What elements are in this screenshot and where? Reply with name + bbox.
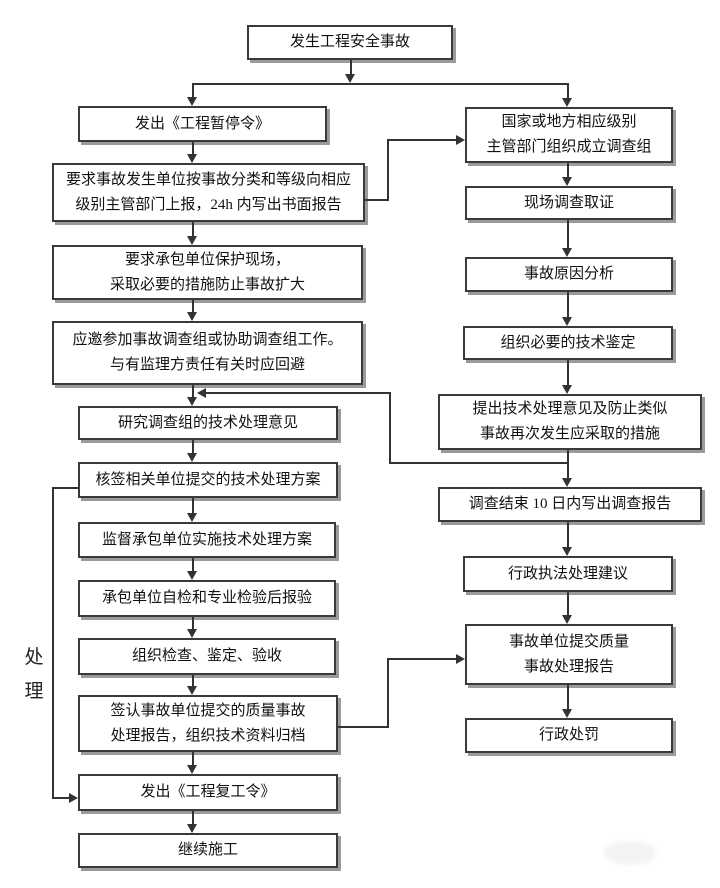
- line-l10-l11: [192, 752, 194, 765]
- line-l11-l12: [192, 811, 194, 824]
- node-protect-site: 要求承包单位保护现场， 采取必要的措施防止事故扩大: [52, 245, 363, 300]
- arrowhead-l1-l2: [187, 154, 197, 163]
- line-r5-l5-seg3: [206, 392, 390, 394]
- line-l6-l11-seg2: [52, 487, 54, 799]
- line-r5-r6: [567, 450, 569, 478]
- arrowhead-r1-r2: [562, 177, 572, 186]
- arrowhead-r5-l5: [197, 388, 206, 398]
- arrowhead-l2-r1: [456, 135, 465, 145]
- line-l6-l11-seg3: [52, 797, 69, 799]
- arrowhead-into-r1: [562, 98, 572, 107]
- line-r3-r4: [567, 292, 569, 317]
- line-r5-l5-seg2: [389, 392, 391, 463]
- node-sign-report-archive: 签认事故单位提交的质量事故 处理报告，组织技术资料归档: [78, 695, 338, 752]
- arrowhead-r4-r5: [562, 385, 572, 394]
- line-l7-l8: [192, 558, 194, 571]
- line-l2-r1-seg2: [387, 139, 389, 201]
- line-l6-l11-seg1: [52, 487, 78, 489]
- node-contractor-self-inspection: 承包单位自检和专业检验后报验: [78, 580, 336, 617]
- line-l5-l6: [192, 440, 194, 453]
- arrowhead-l8-l9: [187, 629, 197, 638]
- line-l9-l10: [192, 675, 194, 686]
- arrowhead-l5-l6: [187, 453, 197, 462]
- line-r6-r7: [567, 522, 569, 547]
- arrowhead-l3-l4: [187, 312, 197, 321]
- line-l2-l3: [192, 222, 194, 236]
- arrowhead-r8-r9: [562, 709, 572, 718]
- line-l4-l5: [192, 385, 194, 397]
- arrowhead-r7-r8: [562, 615, 572, 624]
- arrowhead-l6-l7: [187, 513, 197, 522]
- arrowhead-l2-l3: [187, 236, 197, 245]
- node-continue-construction: 继续施工: [78, 833, 338, 868]
- line-r5-l5-seg1: [389, 462, 568, 464]
- node-report-within-24h: 要求事故发生单位按事故分类和等级向相应 级别主管部门上报，24h 内写出书面报告: [52, 163, 365, 222]
- node-organize-inspection-acceptance: 组织检查、鉴定、验收: [78, 638, 336, 675]
- line-l2-r1-seg1: [364, 199, 388, 201]
- line-l3-l4: [192, 300, 194, 312]
- line-split-horizontal: [192, 83, 569, 85]
- arrowhead-r2-r3: [562, 248, 572, 257]
- node-review-technical-opinion: 研究调查组的技术处理意见: [78, 406, 338, 440]
- arrowhead-start-split: [345, 74, 355, 83]
- arrowhead-l4-l5: [187, 397, 197, 406]
- arrowhead-r5-r6: [562, 478, 572, 487]
- node-accident-occurs: 发生工程安全事故: [247, 25, 453, 60]
- line-r7-r8: [567, 592, 569, 615]
- phase-label-handling: 处 理: [24, 647, 44, 702]
- line-split-right-down: [567, 85, 569, 98]
- node-administrative-penalty: 行政处罚: [465, 718, 673, 753]
- line-r8-r9: [567, 685, 569, 709]
- node-technical-appraisal: 组织必要的技术鉴定: [463, 326, 673, 360]
- arrowhead-r6-r7: [562, 547, 572, 556]
- line-r1-r2: [567, 163, 569, 177]
- line-l6-l7: [192, 498, 194, 513]
- watermark-blob: [604, 841, 656, 865]
- arrowhead-l7-l8: [187, 571, 197, 580]
- line-r2-r3: [567, 220, 569, 248]
- node-investigation-report-10days: 调查结束 10 日内写出调查报告: [438, 487, 702, 522]
- node-enforcement-suggestion: 行政执法处理建议: [463, 556, 673, 592]
- arrowhead-l9-l10: [187, 686, 197, 695]
- line-l1-l2: [192, 142, 194, 154]
- arrowhead-l11-l12: [187, 824, 197, 833]
- node-join-investigation-team: 应邀参加事故调查组或协助调查组工作。 与有监理方责任有关时应回避: [52, 321, 363, 385]
- line-l2-r1-seg3: [387, 139, 456, 141]
- line-l10-r8-seg1: [338, 726, 389, 728]
- node-issue-suspension-order: 发出《工程暂停令》: [78, 106, 327, 142]
- arrowhead-into-l1: [187, 97, 197, 106]
- node-cause-analysis: 事故原因分析: [465, 257, 673, 292]
- node-issue-resume-order: 发出《工程复工令》: [78, 774, 338, 811]
- line-l8-l9: [192, 617, 194, 629]
- node-site-investigation: 现场调查取证: [465, 186, 673, 220]
- line-l10-r8-seg3: [387, 658, 456, 660]
- node-form-investigation-team: 国家或地方相应级别 主管部门组织成立调查组: [465, 107, 673, 163]
- arrowhead-r3-r4: [562, 317, 572, 326]
- node-propose-measures: 提出技术处理意见及防止类似 事故再次发生应采取的措施: [438, 394, 702, 450]
- line-split-left-down: [192, 85, 194, 97]
- line-start-down: [350, 60, 352, 74]
- line-r4-r5: [567, 360, 569, 385]
- arrowhead-l10-l11: [187, 765, 197, 774]
- line-l10-r8-seg2: [387, 658, 389, 728]
- arrowhead-l6-l11: [69, 793, 78, 803]
- node-submit-quality-report: 事故单位提交质量 事故处理报告: [465, 624, 673, 685]
- node-supervise-implementation: 监督承包单位实施技术处理方案: [78, 522, 336, 558]
- node-countersign-technical-plan: 核签相关单位提交的技术处理方案: [78, 462, 338, 498]
- arrowhead-l10-r8: [456, 654, 465, 664]
